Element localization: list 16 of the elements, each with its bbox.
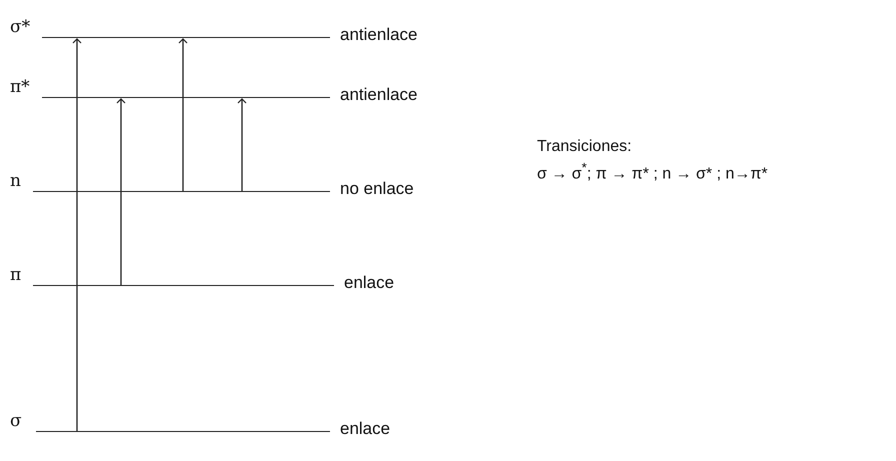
level-symbol: n [10, 172, 21, 190]
level-symbol: π* [10, 78, 30, 96]
level-symbol: σ* [10, 18, 30, 36]
level-symbol: σ [10, 412, 22, 430]
transition-arrow [178, 38, 188, 191]
transition-arrow [116, 98, 126, 285]
heading-text: Transiciones: [537, 138, 632, 156]
level-label: antienlace [340, 26, 418, 44]
level-symbol: π [10, 266, 22, 284]
transitions-text: σ → σ$^{*}$; π → π* ; n → σ* ; n→π* [537, 160, 768, 184]
transition-arrow [237, 98, 247, 191]
level-label: enlace [344, 274, 394, 292]
level-label: antienlace [340, 86, 418, 104]
level-label: enlace [340, 420, 390, 438]
transition-arrow [72, 38, 82, 431]
level-label: no enlace [340, 180, 414, 198]
